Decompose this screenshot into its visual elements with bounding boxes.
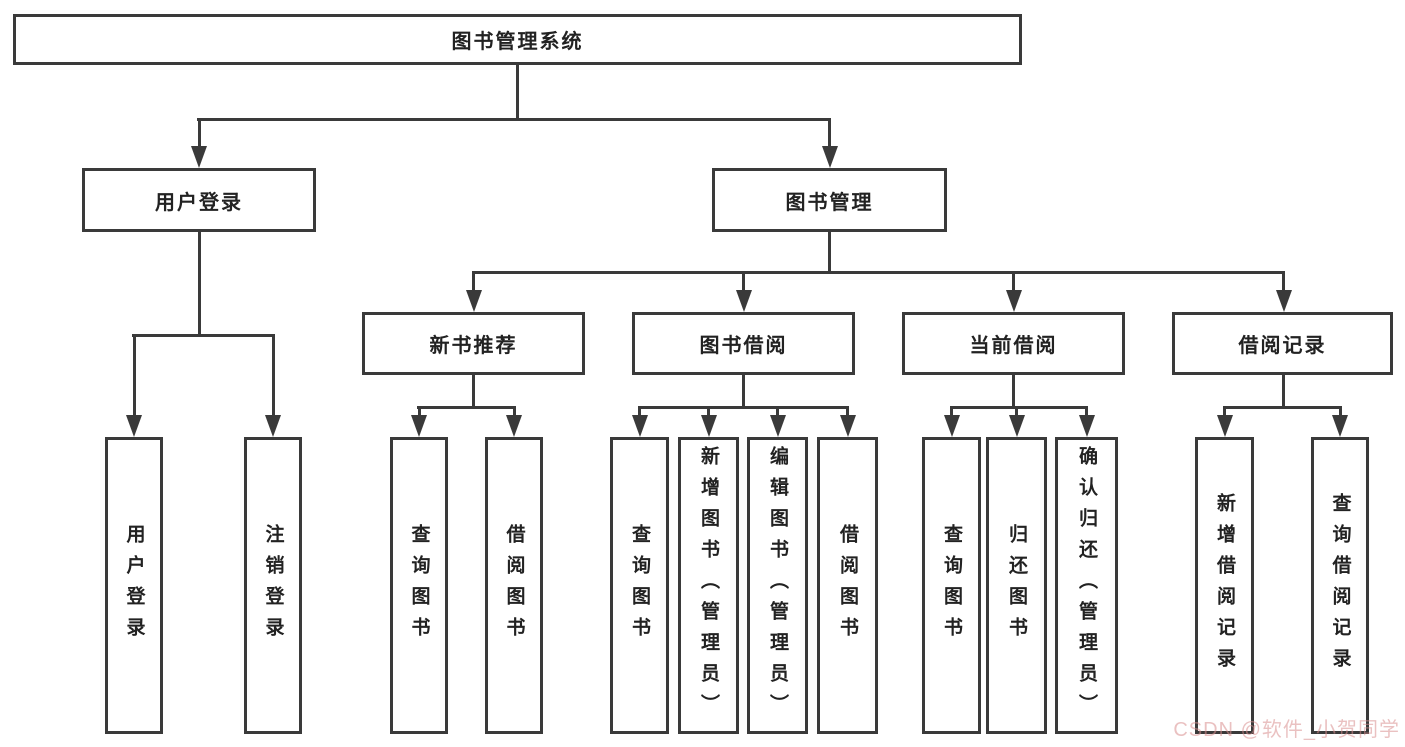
connector-vline (1012, 271, 1015, 292)
arrowhead-down-icon (632, 415, 648, 437)
node-new-book-recommend: 新书推荐 (362, 312, 585, 375)
arrowhead-down-icon (1332, 415, 1348, 437)
connector-vline (1223, 406, 1226, 417)
connector-vline (198, 118, 201, 148)
leaf-edit-book-admin: 编辑图书（管理员） (747, 437, 808, 734)
leaf-borrow-book-1-label: 借阅图书 (503, 523, 525, 648)
leaf-logout-label: 注销登录 (262, 523, 284, 648)
leaf-borrow-book-1: 借阅图书 (485, 437, 543, 734)
leaf-borrow-book-2-label: 借阅图书 (837, 523, 858, 648)
connector-hline (472, 271, 1285, 274)
leaf-return-book: 归还图书 (986, 437, 1047, 734)
connector-hline (197, 118, 831, 121)
connector-hline (1223, 406, 1342, 409)
connector-vline (198, 232, 201, 337)
leaf-user-login: 用户登录 (105, 437, 163, 734)
node-book-borrowing: 图书借阅 (632, 312, 855, 375)
connector-vline (1339, 406, 1342, 417)
connector-vline (1085, 406, 1088, 417)
leaf-edit-book-admin-label: 编辑图书（管理员） (767, 446, 788, 725)
node-book-management-label: 图书管理 (785, 191, 874, 214)
connector-vline (418, 406, 421, 417)
leaf-query-book-1-label: 查询图书 (408, 523, 430, 648)
node-current-borrowing: 当前借阅 (902, 312, 1125, 375)
leaf-query-book-1: 查询图书 (390, 437, 448, 734)
arrowhead-down-icon (1006, 290, 1022, 312)
arrowhead-down-icon (506, 415, 522, 437)
leaf-query-book-3: 查询图书 (922, 437, 981, 734)
arrowhead-down-icon (1009, 415, 1025, 437)
connector-vline (272, 334, 275, 417)
leaf-add-borrow-record: 新增借阅记录 (1195, 437, 1254, 734)
node-new-book-recommend-label: 新书推荐 (429, 335, 518, 357)
arrowhead-down-icon (822, 146, 838, 168)
arrowhead-down-icon (466, 290, 482, 312)
leaf-query-book-2: 查询图书 (610, 437, 669, 734)
connector-vline (1282, 375, 1285, 409)
connector-vline (707, 406, 710, 417)
connector-hline (132, 334, 275, 337)
arrowhead-down-icon (770, 415, 786, 437)
connector-vline (1282, 271, 1285, 292)
leaf-confirm-return-admin-label: 确认归还（管理员） (1076, 446, 1097, 725)
connector-vline (828, 232, 831, 274)
leaf-logout: 注销登录 (244, 437, 302, 734)
connector-vline (1015, 406, 1018, 417)
arrowhead-down-icon (840, 415, 856, 437)
connector-vline (516, 65, 519, 121)
arrowhead-down-icon (736, 290, 752, 312)
connector-vline (638, 406, 641, 417)
connector-hline (638, 406, 849, 409)
node-root: 图书管理系统 (13, 14, 1022, 65)
leaf-confirm-return-admin: 确认归还（管理员） (1055, 437, 1118, 734)
node-current-borrowing-label: 当前借阅 (969, 335, 1058, 357)
leaf-return-book-label: 归还图书 (1006, 523, 1027, 648)
connector-vline (742, 375, 745, 409)
connector-vline (950, 406, 953, 417)
leaf-add-borrow-record-label: 新增借阅记录 (1214, 492, 1235, 679)
node-user-login-label: 用户登录 (155, 191, 243, 214)
leaf-add-book-admin: 新增图书（管理员） (678, 437, 739, 734)
connector-vline (472, 271, 475, 292)
leaf-query-borrow-record: 查询借阅记录 (1311, 437, 1369, 734)
leaf-borrow-book-2: 借阅图书 (817, 437, 878, 734)
arrowhead-down-icon (1217, 415, 1233, 437)
arrowhead-down-icon (1276, 290, 1292, 312)
connector-vline (742, 271, 745, 292)
connector-vline (472, 375, 475, 409)
node-user-login: 用户登录 (82, 168, 316, 232)
connector-vline (776, 406, 779, 417)
arrowhead-down-icon (1079, 415, 1095, 437)
leaf-query-book-2-label: 查询图书 (629, 523, 650, 648)
csdn-watermark: CSDN @软件_小贺同学 (1173, 719, 1400, 741)
node-book-management: 图书管理 (712, 168, 947, 232)
arrowhead-down-icon (944, 415, 960, 437)
node-book-borrowing-label: 图书借阅 (699, 335, 788, 357)
connector-hline (950, 406, 1088, 409)
connector-vline (828, 118, 831, 148)
leaf-query-book-3-label: 查询图书 (941, 523, 962, 648)
arrowhead-down-icon (126, 415, 142, 437)
connector-vline (513, 406, 516, 417)
leaf-user-login-label: 用户登录 (123, 523, 145, 648)
connector-hline (417, 406, 516, 409)
arrowhead-down-icon (265, 415, 281, 437)
leaf-query-borrow-record-label: 查询借阅记录 (1329, 492, 1351, 679)
connector-vline (1012, 375, 1015, 409)
node-root-label: 图书管理系统 (451, 31, 584, 53)
node-borrow-records: 借阅记录 (1172, 312, 1393, 375)
arrowhead-down-icon (701, 415, 717, 437)
arrowhead-down-icon (411, 415, 427, 437)
connector-vline (133, 334, 136, 417)
node-borrow-records-label: 借阅记录 (1238, 335, 1327, 357)
arrowhead-down-icon (191, 146, 207, 168)
connector-vline (846, 406, 849, 417)
leaf-add-book-admin-label: 新增图书（管理员） (698, 446, 719, 725)
